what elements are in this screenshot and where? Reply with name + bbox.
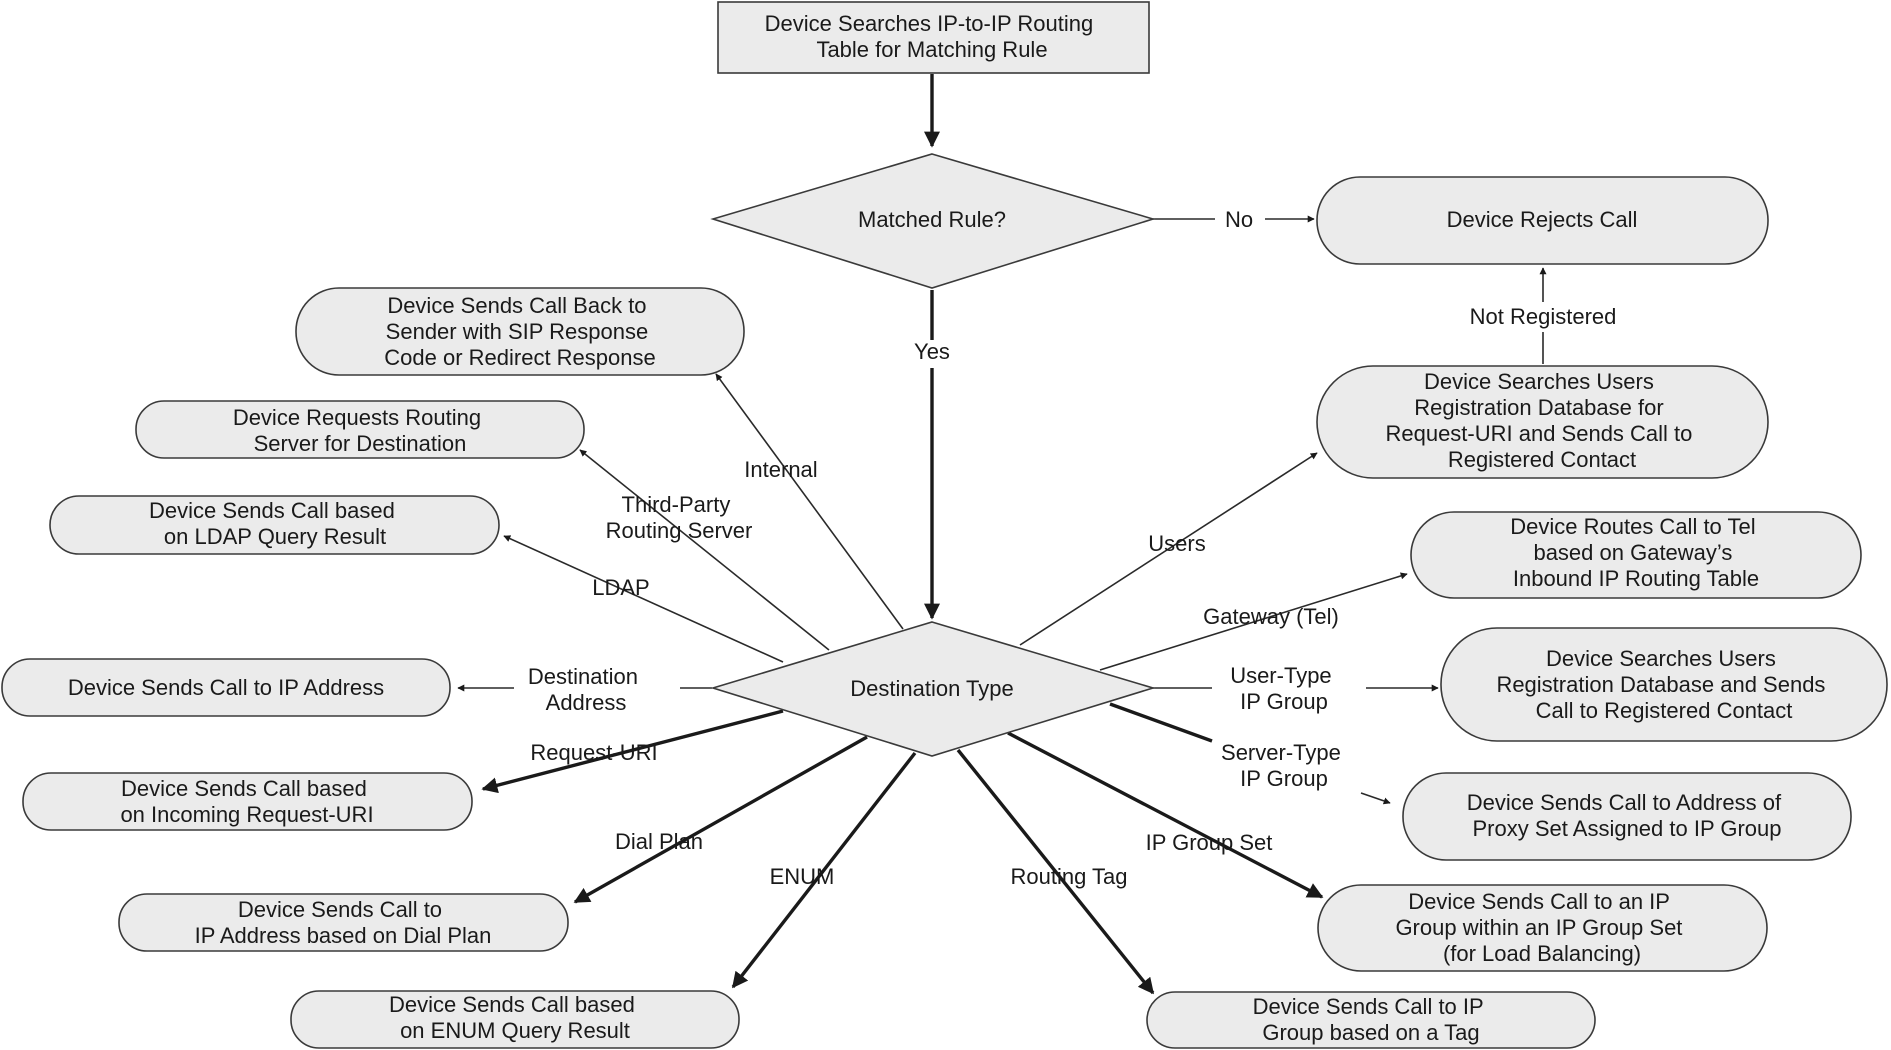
- edge-requesturi: [481, 709, 784, 794]
- edge-internal: [715, 373, 904, 630]
- node-rejects-call-text: Device Rejects Call: [1447, 207, 1638, 232]
- node-server-type-ipgroup: Device Sends Call to Address of Proxy Se…: [1402, 772, 1852, 861]
- label-request-uri: Request-URI: [530, 740, 657, 765]
- start-box-text: Device Searches IP-to-IP Routing Table f…: [765, 11, 1100, 62]
- edges: [457, 74, 1547, 995]
- node-routing-tag-text: Device Sends Call to IP Group based on a…: [1253, 994, 1490, 1045]
- node-third-party-routing-text: Device Requests Routing Server for Desti…: [233, 405, 487, 456]
- edge-ldap: [503, 535, 784, 663]
- node-routing-tag: Device Sends Call to IP Group based on a…: [1146, 991, 1596, 1049]
- node-user-type-ipgroup: Device Searches Users Registration Datab…: [1440, 627, 1888, 742]
- node-rejects-call: Device Rejects Call: [1316, 176, 1769, 265]
- edge-routingtag: [956, 748, 1155, 995]
- node-destination-address-text: Device Sends Call to IP Address: [68, 675, 384, 700]
- node-third-party-routing: Device Requests Routing Server for Desti…: [135, 400, 585, 459]
- start-box: Device Searches IP-to-IP Routing Table f…: [717, 1, 1150, 74]
- node-dial-plan: Device Sends Call to IP Address based on…: [118, 893, 569, 952]
- node-server-type-ipgroup-text: Device Sends Call to Address of Proxy Se…: [1467, 790, 1787, 841]
- node-users-registration: Device Searches Users Registration Datab…: [1316, 365, 1769, 479]
- decision-destination-type: Destination Type: [710, 621, 1156, 757]
- node-internal: Device Sends Call Back to Sender with SI…: [295, 287, 745, 376]
- node-gateway-routing: Device Routes Call to Tel based on Gatew…: [1410, 511, 1862, 599]
- label-users: Users: [1148, 531, 1205, 556]
- edge-thirdparty: [579, 449, 830, 651]
- label-ip-group-set: IP Group Set: [1146, 830, 1273, 855]
- node-request-uri: Device Sends Call based on Incoming Requ…: [22, 772, 473, 831]
- label-user-type-ipgroup: User-Type IP Group: [1230, 663, 1338, 714]
- node-dial-plan-text: Device Sends Call to IP Address based on…: [195, 897, 492, 948]
- label-ldap: LDAP: [592, 575, 649, 600]
- node-ldap: Device Sends Call based on LDAP Query Re…: [49, 495, 500, 555]
- edge-ipgroupset: [1007, 731, 1324, 899]
- node-users-registration-text: Device Searches Users Registration Datab…: [1385, 369, 1698, 472]
- edge-enum: [731, 751, 917, 989]
- label-yes: Yes: [914, 339, 950, 364]
- label-destination-address: Destination Address: [528, 664, 644, 715]
- label-server-type-ipgroup: Server-Type IP Group: [1221, 740, 1347, 791]
- node-request-uri-text: Device Sends Call based on Incoming Requ…: [120, 776, 373, 827]
- node-internal-text: Device Sends Call Back to Sender with SI…: [384, 293, 655, 370]
- node-gateway-routing-text: Device Routes Call to Tel based on Gatew…: [1510, 514, 1762, 591]
- label-not-registered: Not Registered: [1470, 304, 1617, 329]
- node-user-type-ipgroup-text: Device Searches Users Registration Datab…: [1496, 646, 1831, 723]
- edge-users: [1019, 452, 1318, 646]
- node-enum-text: Device Sends Call based on ENUM Query Re…: [389, 992, 641, 1043]
- edge-servertype-b: [1360, 792, 1391, 805]
- edge-gateway: [1099, 572, 1408, 671]
- edge-labels: No Yes Not Registered Users Gateway (Tel…: [528, 207, 1616, 889]
- label-internal: Internal: [744, 457, 817, 482]
- node-enum: Device Sends Call based on ENUM Query Re…: [290, 990, 740, 1049]
- node-ip-group-set-text: Device Sends Call to an IP Group within …: [1395, 889, 1688, 966]
- label-no: No: [1225, 207, 1253, 232]
- edge-servertype-a: [1109, 702, 1213, 743]
- decision-matched-rule: Matched Rule?: [710, 153, 1156, 289]
- label-dial-plan: Dial Plan: [615, 829, 703, 854]
- label-enum: ENUM: [770, 864, 835, 889]
- node-destination-address: Device Sends Call to IP Address: [1, 658, 451, 717]
- label-routing-tag: Routing Tag: [1010, 864, 1127, 889]
- decision-destination-type-text: Destination Type: [850, 676, 1013, 701]
- node-ldap-text: Device Sends Call based on LDAP Query Re…: [149, 498, 401, 549]
- decision-matched-rule-text: Matched Rule?: [858, 207, 1006, 232]
- node-ip-group-set: Device Sends Call to an IP Group within …: [1317, 884, 1768, 972]
- label-gateway-tel: Gateway (Tel): [1203, 604, 1339, 629]
- edge-dialplan: [573, 735, 868, 904]
- label-third-party: Third-Party Routing Server: [606, 492, 753, 543]
